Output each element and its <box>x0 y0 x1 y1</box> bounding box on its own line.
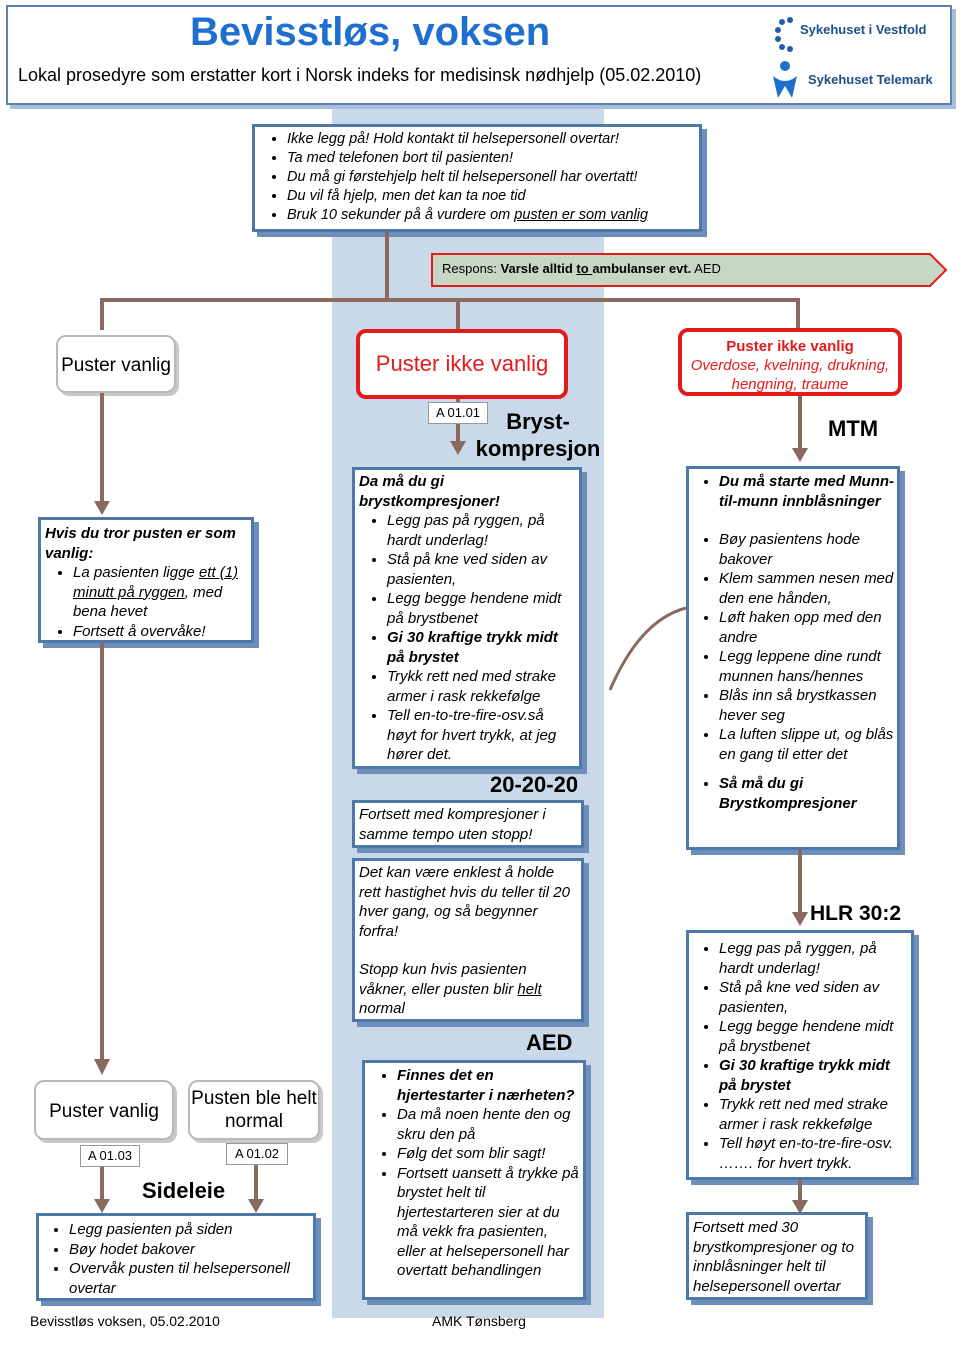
arrow-down <box>792 1180 808 1214</box>
list-item: Trykk rett ned med strake armer i rask r… <box>387 667 575 706</box>
intro-bullet: Du må gi førstehjelp helt til helseperso… <box>287 168 695 187</box>
list-item: Fortsett uansett å trykke på brystet hel… <box>397 1164 579 1281</box>
arrow-down <box>792 396 808 462</box>
box-sideleie: Legg pasienten på siden Bøy hodet bakove… <box>36 1213 316 1301</box>
box-title: Da må du gi brystkompresjoner! <box>359 473 500 510</box>
list-item: Legg leppene dine rundt munnen hans/henn… <box>719 647 895 686</box>
box-tips: Det kan være enklest å holde rett hastig… <box>352 858 584 1022</box>
pill-subtext: Overdose, kvelning, drukning, hengning, … <box>690 357 890 393</box>
arrow-down <box>94 393 110 515</box>
list-item: Følg det som blir sagt! <box>397 1144 579 1164</box>
list-item: Tell høyt en-to-tre-fire-osv. ……. for hv… <box>719 1134 909 1173</box>
page-subtitle: Lokal prosedyre som erstatter kort i Nor… <box>18 65 702 85</box>
arrow-down <box>94 643 110 1075</box>
connector <box>456 298 460 330</box>
arrow-down <box>248 1165 264 1213</box>
intro-bullet: Du vil få hjelp, men det kan ta noe tid <box>287 187 695 206</box>
list-item: Legg pasienten på siden <box>69 1220 311 1240</box>
list-item: La pasienten ligge ett (1) minutt på ryg… <box>73 563 247 622</box>
aed-heading: AED <box>526 1030 573 1055</box>
pill-puster-vanlig: Puster vanlig <box>56 335 176 393</box>
box-aed: Finnes det en hjertestarter i nærheten? … <box>362 1060 586 1300</box>
footer-left: Bevisstløs voksen, 05.02.2010 <box>30 1313 220 1329</box>
page-header <box>6 5 952 105</box>
ratio-label: 20-20-20 <box>490 772 579 797</box>
connector <box>100 298 800 302</box>
list-item: Du må starte med Munn-til-munn innblåsni… <box>719 472 895 511</box>
logo-telemark-text: Sykehuset Telemark <box>808 72 933 87</box>
box-mtm: Du må starte med Munn-til-munn innblåsni… <box>686 466 900 850</box>
list-item: Trykk rett ned med strake armer i rask r… <box>719 1095 909 1134</box>
list-item: Stå på kne ved siden av pasienten, <box>719 978 909 1017</box>
code-label: A 01.01 <box>428 402 488 424</box>
list-item: Tell en-to-tre-fire-osv.så høyt for hver… <box>387 706 575 765</box>
list-item: Løft haken opp med den andre <box>719 608 895 647</box>
list-item: Klem sammen nesen med den ene hånden, <box>719 569 895 608</box>
response-arrow <box>431 253 948 287</box>
list-item: Finnes det en hjertestarter i nærheten? <box>397 1066 579 1105</box>
list-item: Fortsett å overvåke! <box>73 622 247 642</box>
intro-bullet: Ikke legg på! Hold kontakt til helsepers… <box>287 130 695 149</box>
list-item: La luften slippe ut, og blås en gang til… <box>719 725 895 764</box>
response-text: Respons: Varsle alltid to ambulanser evt… <box>442 261 721 276</box>
box-brystkompresjon: Da må du gi brystkompresjoner! Legg pas … <box>352 467 582 769</box>
code-label: A 01.02 <box>226 1143 288 1165</box>
box-puster-vanlig: Hvis du tror pusten er som vanlig: La pa… <box>38 517 254 643</box>
hlr-heading: HLR 30:2 <box>810 902 902 925</box>
vestfold-emblem-icon <box>775 17 793 52</box>
logo-vestfold: Sykehuset i Vestfold <box>770 12 940 56</box>
list-item: Gi 30 kraftige trykk midt på brystet <box>387 628 575 667</box>
connector <box>796 298 800 330</box>
curve-connector <box>608 606 687 691</box>
arrow-down <box>94 1167 110 1213</box>
intro-bullet: Bruk 10 sekunder på å vurdere om pusten … <box>287 206 695 225</box>
box-continue: Fortsett med kompresjoner i samme tempo … <box>352 800 584 848</box>
footer-center: AMK Tønsberg <box>432 1313 526 1329</box>
list-item: Bøy hodet bakover <box>69 1240 311 1260</box>
logo-vestfold-text: Sykehuset i Vestfold <box>800 22 927 37</box>
list-item: Legg pas på ryggen, på hardt underlag! <box>387 511 575 550</box>
pill-puster-ikke-vanlig: Puster ikke vanlig <box>356 329 568 399</box>
code-label: A 01.03 <box>80 1145 140 1167</box>
list-item: Blås inn så brystkassen hever seg <box>719 686 895 725</box>
pill-heading: Puster ikke vanlig <box>726 338 854 355</box>
page-title: Bevisstløs, voksen <box>190 10 551 54</box>
intro-instructions-box: Ikke legg på! Hold kontakt til helsepers… <box>252 124 702 232</box>
box-final: Fortsett med 30 brystkompresjoner og to … <box>686 1212 868 1300</box>
list-item: Bøy pasientens hode bakover <box>719 530 895 569</box>
intro-bullet: Ta med telefonen bort til pasienten! <box>287 149 695 168</box>
pill-pusten-normal: Pusten ble helt normal <box>188 1080 320 1140</box>
telemark-emblem-icon <box>773 61 797 98</box>
list-item: Da må noen hente den og skru den på <box>397 1105 579 1144</box>
connector <box>385 232 389 300</box>
sideleie-heading: Sideleie <box>142 1178 226 1203</box>
list-item: Gi 30 kraftige trykk midt på brystet <box>719 1056 909 1095</box>
list-item: Overvåk pusten til helsepersonell overta… <box>69 1259 311 1298</box>
tip-text: Stopp kun hvis pasienten våkner, eller p… <box>359 961 542 1017</box>
bryst-heading: Bryst-kompresjon <box>475 409 601 461</box>
logo-telemark: Sykehuset Telemark <box>770 58 940 102</box>
connector <box>100 298 104 330</box>
pill-puster-ikke-vanlig-mtm: Puster ikke vanlig Overdose, kvelning, d… <box>678 328 902 396</box>
list-item: Stå på kne ved siden av pasienten, <box>387 550 575 589</box>
list-item: Legg begge hendene midt på brystbenet <box>719 1017 909 1056</box>
list-item: Så må du gi Brystkompresjoner <box>719 774 895 813</box>
list-item: Legg begge hendene midt på brystbenet <box>387 589 575 628</box>
box-title: Hvis du tror pusten er som vanlig: <box>45 525 236 562</box>
list-item: Legg pas på ryggen, på hardt underlag! <box>719 939 909 978</box>
arrow-down <box>792 850 808 926</box>
pill-puster-vanlig-bottom: Puster vanlig <box>34 1080 174 1140</box>
box-hlr: Legg pas på ryggen, på hardt underlag! S… <box>686 930 914 1180</box>
mtm-heading: MTM <box>828 416 879 441</box>
tip-text: Det kan være enklest å holde rett hastig… <box>359 864 570 940</box>
